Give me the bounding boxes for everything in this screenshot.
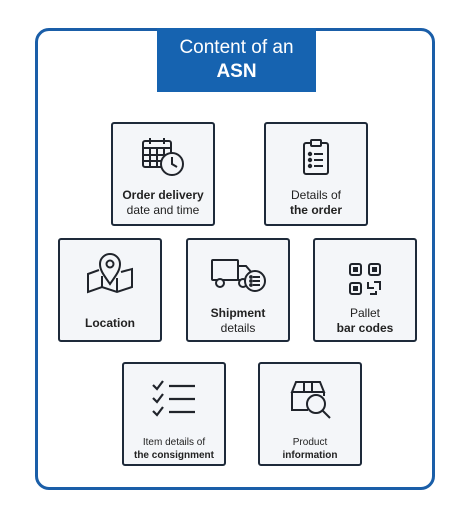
card-item-details: Item details of the consignment bbox=[122, 362, 226, 466]
card-order-details: Details of the order bbox=[264, 122, 368, 226]
diagram-title: Content of an ASN bbox=[157, 28, 316, 92]
title-line-2: ASN bbox=[216, 61, 257, 82]
map-pin-icon bbox=[85, 252, 135, 294]
card-location-line-1: Location bbox=[85, 316, 135, 330]
card-pallet-bar-codes-line-1: Pallet bbox=[349, 306, 381, 320]
card-product-information: Product information bbox=[258, 362, 362, 466]
card-order-details-line-2: the order bbox=[289, 203, 342, 217]
card-pallet-bar-codes-line-2: bar codes bbox=[336, 321, 394, 335]
card-order-details-line-1: Details of bbox=[290, 188, 342, 202]
card-location: Location bbox=[58, 238, 162, 342]
card-shipment-details-line-1: Shipment bbox=[210, 306, 266, 320]
card-item-details-line-1: Item details of bbox=[142, 437, 206, 448]
card-order-delivery-line-2: date and time bbox=[126, 203, 200, 217]
card-shipment-details: Shipment details bbox=[186, 238, 290, 342]
card-shipment-details-line-2: details bbox=[220, 321, 256, 335]
truck-list-icon bbox=[210, 254, 266, 294]
card-product-information-line-1: Product bbox=[292, 437, 328, 448]
qr-code-icon bbox=[348, 262, 382, 296]
card-item-details-line-2: the consignment bbox=[133, 450, 214, 461]
clipboard-list-icon bbox=[301, 138, 331, 176]
card-pallet-bar-codes: Pallet bar codes bbox=[313, 238, 417, 342]
calendar-clock-icon bbox=[140, 136, 186, 178]
title-line-1: Content of an bbox=[179, 37, 294, 58]
card-order-delivery: Order delivery date and time bbox=[111, 122, 215, 226]
box-search-icon bbox=[286, 376, 334, 420]
card-product-information-line-2: information bbox=[282, 450, 338, 461]
checklist-icon bbox=[150, 378, 198, 418]
card-order-delivery-line-1: Order delivery bbox=[122, 188, 204, 202]
